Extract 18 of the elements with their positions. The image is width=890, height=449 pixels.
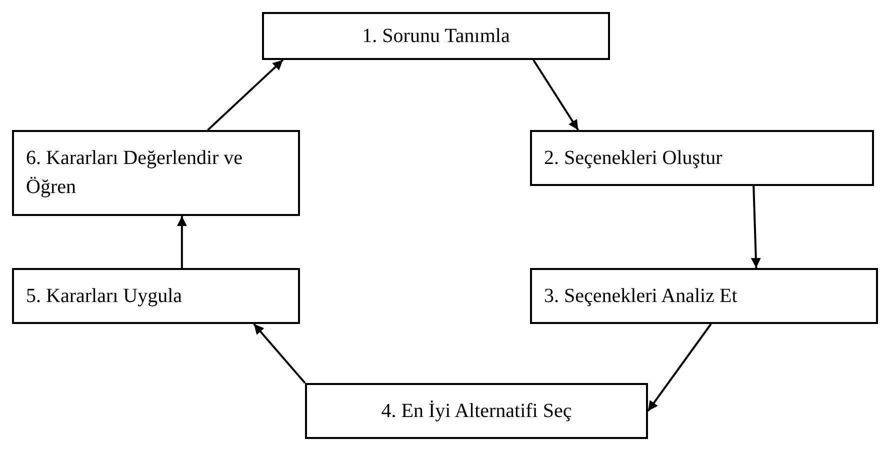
process-box xyxy=(530,268,878,324)
step-label: 6. Kararları Değerlendir ve Öğren xyxy=(26,146,244,200)
process-box xyxy=(262,12,610,60)
process-box xyxy=(305,383,648,439)
arrow xyxy=(207,59,284,131)
process-box xyxy=(530,130,874,186)
arrow xyxy=(532,59,579,131)
arrow xyxy=(647,323,712,412)
process-box xyxy=(12,268,300,324)
step-label: 5. Kararları Uygula xyxy=(26,284,182,308)
arrow xyxy=(253,323,306,384)
step-label: 3. Seçenekleri Analiz Et xyxy=(544,284,738,308)
arrow xyxy=(750,186,761,268)
step-label: 4. En İyi Alternatifi Seç xyxy=(381,398,572,424)
arrow xyxy=(176,216,187,268)
step-label: 2. Seçenekleri Oluştur xyxy=(544,146,722,170)
step-label: 1. Sorunu Tanımla xyxy=(362,24,510,48)
process-box xyxy=(12,130,300,216)
